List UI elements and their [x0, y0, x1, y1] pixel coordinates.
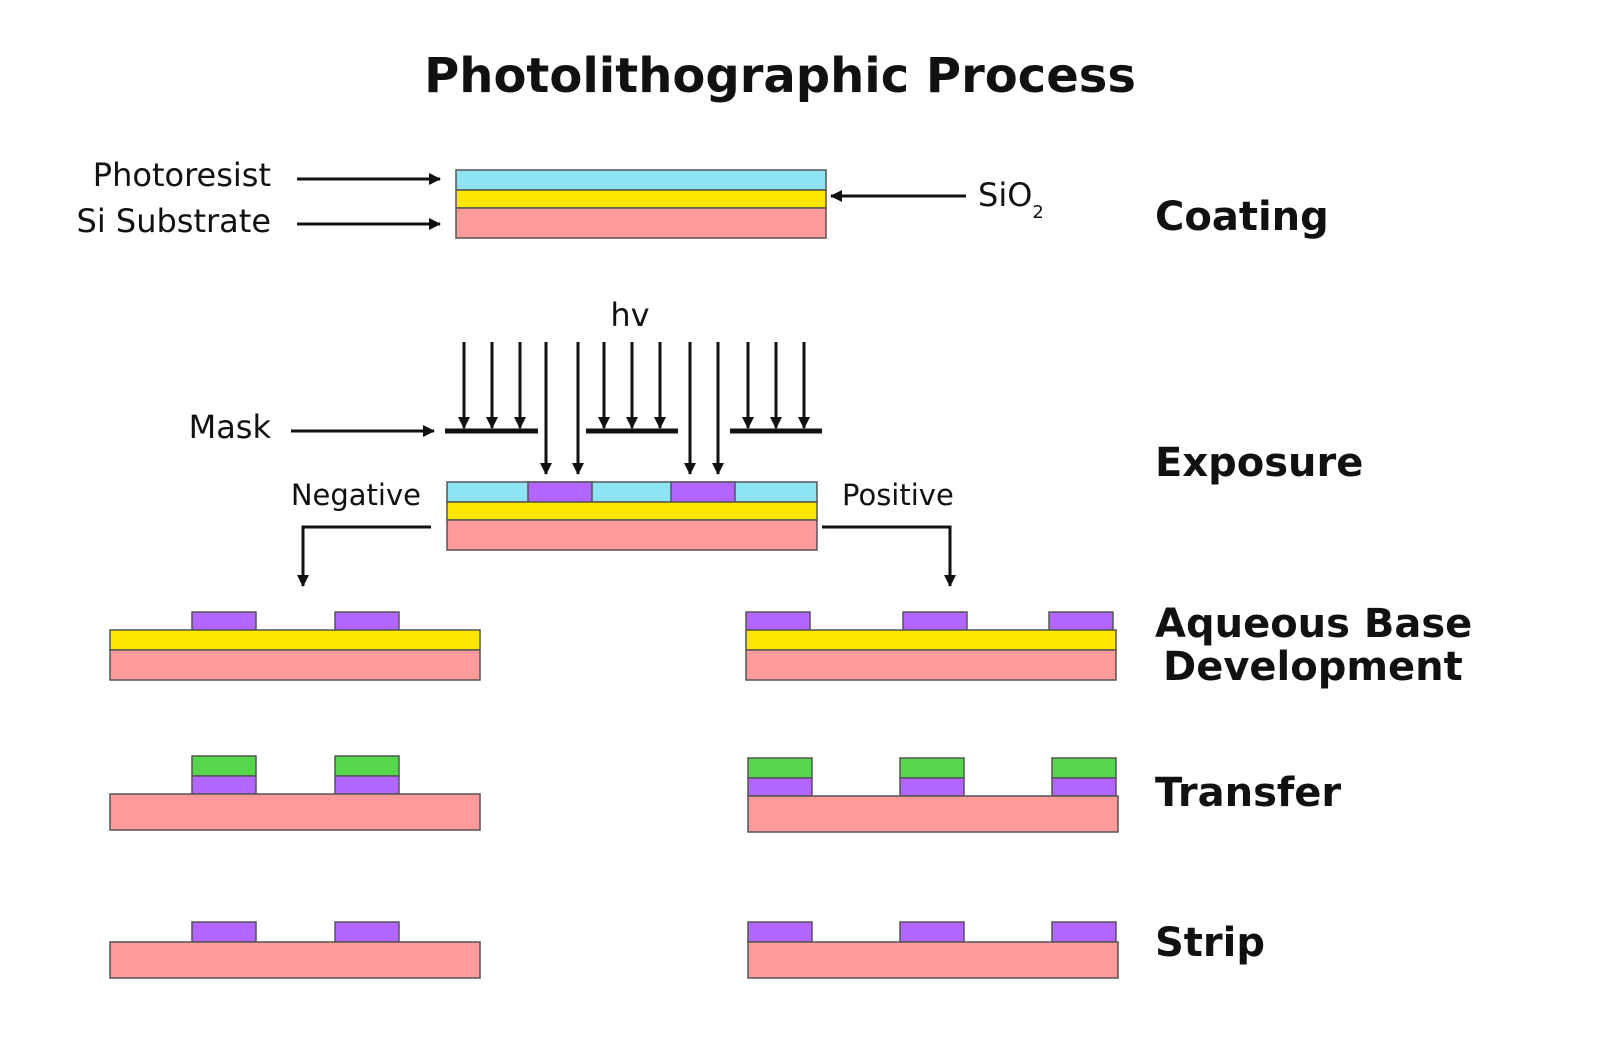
resist-feature — [747, 777, 813, 797]
positive-strip-wafer — [747, 921, 1119, 979]
page-title: Photolithographic Process — [424, 48, 1136, 104]
transferred-layer — [747, 757, 813, 779]
photoresist-layer — [455, 169, 827, 191]
substrate-layer — [109, 649, 481, 681]
exposed-resist-region — [527, 481, 593, 503]
positive-label: Positive — [842, 478, 954, 512]
resist-feature — [191, 611, 257, 631]
hv-label: hv — [610, 296, 649, 334]
step-development-line1: Aqueous Base — [1155, 601, 1472, 647]
resist-feature — [334, 921, 400, 943]
transferred-layer — [899, 757, 965, 779]
step-strip: Strip — [1155, 920, 1265, 966]
negative-branch-arrow — [297, 525, 431, 587]
negative-development-wafer — [109, 611, 481, 681]
substrate-layer — [109, 941, 481, 979]
substrate-layer — [747, 941, 1119, 979]
exposed-resist-region — [670, 481, 736, 503]
positive-development-wafer — [745, 611, 1117, 681]
si-substrate-label: Si Substrate — [77, 202, 272, 240]
light-arrows — [458, 342, 810, 475]
resist-feature — [899, 921, 965, 943]
resist-feature — [1048, 611, 1114, 631]
step-transfer: Transfer — [1155, 770, 1341, 816]
substrate-layer — [745, 649, 1117, 681]
resist-feature — [1051, 777, 1117, 797]
substrate-layer — [446, 519, 818, 551]
resist-feature — [334, 611, 400, 631]
positive-branch-arrow — [822, 525, 956, 587]
resist-feature — [902, 611, 968, 631]
coating-wafer — [455, 169, 827, 239]
photoresist-layer — [446, 481, 818, 503]
transferred-layer — [1051, 757, 1117, 779]
photoresist-label: Photoresist — [93, 156, 271, 194]
sio2-layer — [109, 629, 481, 651]
mask-label: Mask — [189, 408, 272, 446]
substrate-layer — [747, 795, 1119, 833]
sio2-layer — [745, 629, 1117, 651]
step-exposure: Exposure — [1155, 440, 1363, 486]
negative-label: Negative — [291, 478, 421, 512]
transferred-layer — [191, 755, 257, 777]
sio2-layer — [446, 501, 818, 521]
resist-feature — [899, 777, 965, 797]
sio2-layer — [455, 189, 827, 209]
step-development-line2: Development — [1163, 644, 1463, 690]
substrate-layer — [455, 207, 827, 239]
substrate-layer — [109, 793, 481, 831]
step-coating: Coating — [1155, 194, 1329, 240]
negative-transfer-wafer — [109, 755, 481, 831]
resist-feature — [191, 775, 257, 795]
positive-transfer-wafer — [747, 757, 1119, 833]
resist-feature — [191, 921, 257, 943]
resist-feature — [747, 921, 813, 943]
resist-feature — [1051, 921, 1117, 943]
resist-feature — [745, 611, 811, 631]
sio2-label: SiO2 — [978, 176, 1044, 223]
resist-feature — [334, 775, 400, 795]
negative-strip-wafer — [109, 921, 481, 979]
transferred-layer — [334, 755, 400, 777]
exposure-wafer — [446, 481, 818, 551]
